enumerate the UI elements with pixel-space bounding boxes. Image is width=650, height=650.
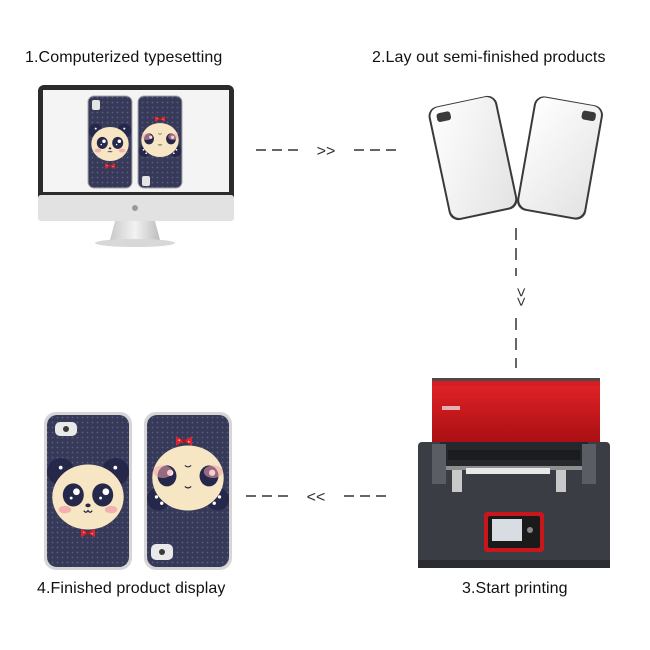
arrow-glyph-3: << xyxy=(307,489,326,506)
uv-printer-icon xyxy=(418,378,610,568)
arrow-glyph-2: >> xyxy=(512,288,529,307)
finished-case-panda xyxy=(44,412,132,570)
arrow-glyph-1: >> xyxy=(317,143,336,160)
printed-phone-case-icon xyxy=(44,412,232,570)
step-4-label: 4.Finished product display xyxy=(37,580,226,597)
step-2-label: 2.Lay out semi-finished products xyxy=(372,49,606,66)
screen-case-girl xyxy=(137,95,183,189)
dashed-arrow-icon xyxy=(246,149,517,497)
step-3-label: 3.Start printing xyxy=(462,580,568,597)
step-1-label: 1.Computerized typesetting xyxy=(25,49,223,66)
screen-case-panda xyxy=(87,95,133,189)
finished-case-girl xyxy=(144,412,232,570)
blank-phone-case-icon xyxy=(428,95,603,221)
computer-monitor-icon xyxy=(38,85,234,247)
